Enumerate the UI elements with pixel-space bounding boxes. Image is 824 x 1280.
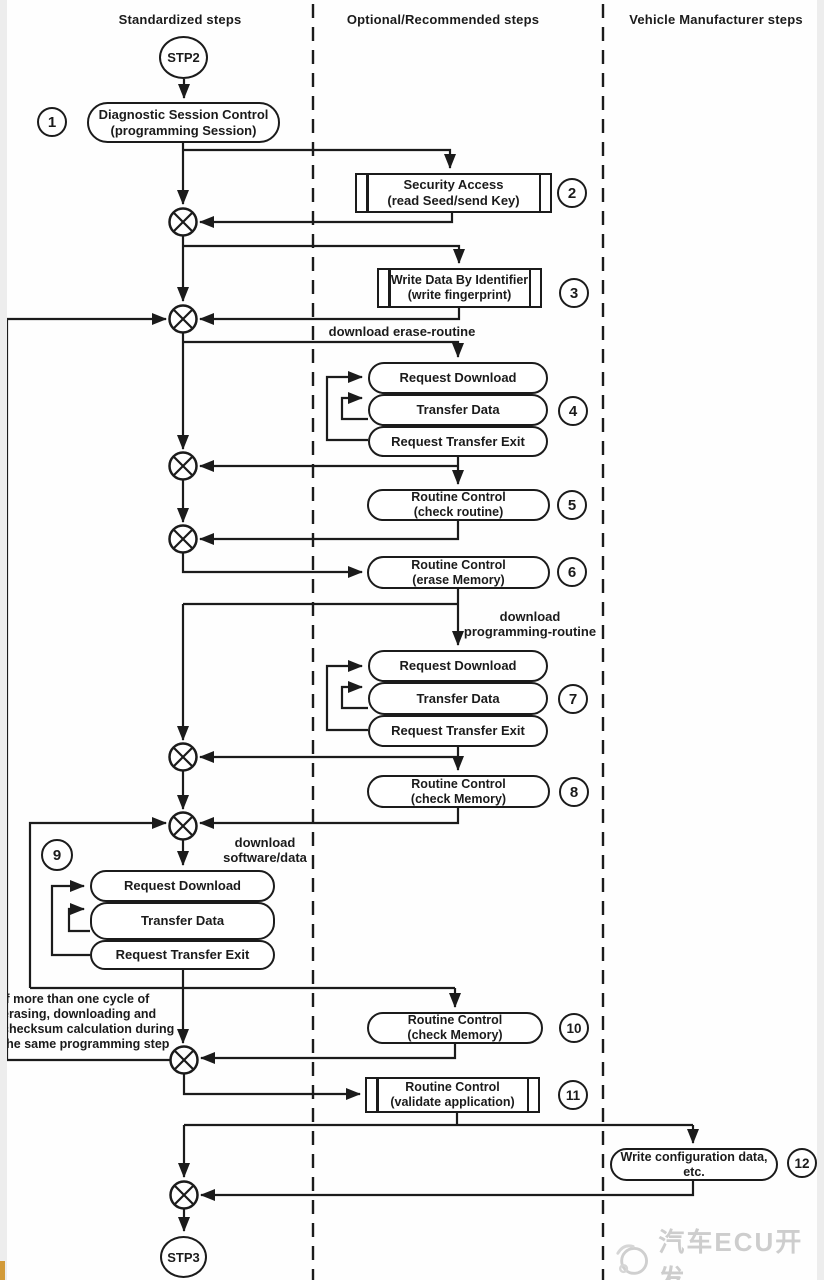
start-terminal: STP2 [159, 36, 208, 79]
flow-connectors [5, 79, 699, 1232]
node-text: Diagnostic Session Control [98, 106, 269, 122]
label-download-erase-routine: download erase-routine [328, 324, 476, 339]
step-number-8: 8 [559, 777, 589, 807]
note-line: erasing, downloading and [2, 1007, 157, 1021]
node-request-download-9: Request Download [90, 870, 275, 902]
node-text: (write fingerprint) [407, 288, 512, 302]
right-edge-strip [817, 0, 824, 1280]
label-download-programming-routine: download programming-routine [440, 609, 620, 639]
node-transfer-data-9: Transfer Data [90, 902, 275, 940]
node-text: Request Download [123, 878, 241, 894]
node-text: (programming Session) [110, 122, 257, 138]
node-write-data-by-identifier: Write Data By Identifier (write fingerpr… [377, 268, 542, 308]
node-transfer-data-7: Transfer Data [368, 682, 548, 715]
node-request-download-7: Request Download [368, 650, 548, 682]
lane-header-vehicle: Vehicle Manufacturer steps [629, 12, 803, 27]
node-routine-control-check-memory-2: Routine Control (check Memory) [367, 1012, 543, 1044]
step-number-12: 12 [787, 1148, 817, 1178]
step-number-10: 10 [559, 1013, 589, 1043]
node-request-transfer-exit-9: Request Transfer Exit [90, 940, 275, 970]
node-text: Request Transfer Exit [391, 433, 525, 449]
node-text: Request Transfer Exit [391, 723, 525, 739]
label-download-software-data: download software/data [195, 835, 335, 865]
step-number-4: 4 [558, 396, 588, 426]
note-line: the same programming step [2, 1037, 170, 1051]
watermark-text: 汽车ECU开发 [658, 1227, 804, 1280]
note-line: If more than one cycle of [2, 992, 150, 1006]
node-text: Write Data By Identifier [390, 273, 529, 287]
left-edge-strip [0, 0, 7, 1280]
step-number-3: 3 [559, 278, 589, 308]
subprocess-bar [366, 175, 369, 211]
note-line: checksum calculation during [2, 1022, 175, 1036]
label-line: software/data [223, 850, 307, 865]
lane-divider [311, 4, 605, 1280]
watermark-logo-icon [616, 1244, 648, 1275]
step-number-9: 9 [41, 839, 73, 871]
node-diagnostic-session-control: Diagnostic Session Control (programming … [87, 102, 280, 143]
subprocess-bar [526, 1079, 529, 1111]
node-text: Request Download [399, 658, 517, 674]
step-number-2: 2 [557, 178, 587, 208]
node-text: Transfer Data [416, 690, 500, 706]
node-routine-control-validate-application: Routine Control (validate application) [365, 1077, 540, 1113]
step-number-5: 5 [557, 490, 587, 520]
lane-header-optional: Optional/Recommended steps [346, 12, 540, 27]
xor-junction [169, 1180, 199, 1210]
node-text: Routine Control [411, 557, 506, 572]
node-text: Request Transfer Exit [115, 947, 250, 963]
subprocess-bar [538, 175, 541, 211]
label-line: download [234, 835, 296, 850]
node-text: Routine Control [407, 1013, 503, 1027]
node-text: Request Download [399, 370, 517, 386]
label-line: programming-routine [463, 624, 597, 639]
label-line: download [499, 609, 561, 624]
corner-accent-bar [0, 1261, 5, 1280]
xor-junctions [168, 207, 199, 1210]
node-text: Transfer Data [416, 402, 500, 418]
node-routine-control-check-memory-1: Routine Control (check Memory) [367, 775, 550, 808]
node-text: (validate application) [390, 1095, 515, 1109]
node-text: etc. [683, 1164, 705, 1179]
xor-junction [168, 524, 198, 554]
xor-junction [168, 207, 198, 237]
step-number-11: 11 [558, 1080, 588, 1110]
node-text: Transfer Data [140, 913, 225, 929]
subprocess-bar [376, 1079, 379, 1111]
loop-condition-note: If more than one cycle of erasing, downl… [2, 992, 178, 1052]
step-number-6: 6 [557, 557, 587, 587]
node-security-access: Security Access (read Seed/send Key) [355, 173, 552, 213]
node-text: Routine Control [411, 776, 506, 791]
subprocess-bar [388, 270, 391, 306]
node-transfer-data-4: Transfer Data [368, 394, 548, 426]
subprocess-bar [528, 270, 531, 306]
node-write-configuration-data: Write configuration data, etc. [610, 1148, 778, 1181]
xor-junction [168, 451, 198, 481]
lane-header-standardized: Standardized steps [118, 12, 242, 27]
xor-junction [169, 1045, 199, 1075]
node-request-transfer-exit-4: Request Transfer Exit [368, 426, 548, 457]
node-routine-control-erase-memory: Routine Control (erase Memory) [367, 556, 550, 589]
end-terminal: STP3 [160, 1236, 207, 1278]
watermark: 汽车ECU开发 [614, 1222, 824, 1280]
node-text: (check Memory) [407, 1028, 503, 1042]
node-routine-control-check-routine: Routine Control (check routine) [367, 489, 550, 521]
xor-junction [168, 811, 198, 841]
node-text: Write configuration data, [620, 1149, 768, 1164]
node-text: (erase Memory) [412, 572, 505, 587]
step-number-7: 7 [558, 684, 588, 714]
node-text: Routine Control [405, 1080, 500, 1094]
node-text: (check Memory) [410, 791, 507, 806]
node-text: Routine Control [411, 490, 506, 504]
node-text: (read Seed/send Key) [387, 193, 520, 208]
node-request-transfer-exit-7: Request Transfer Exit [368, 715, 548, 747]
node-text: (check routine) [413, 505, 504, 519]
step-number-1: 1 [37, 107, 67, 137]
node-request-download-4: Request Download [368, 362, 548, 394]
xor-junction [168, 304, 198, 334]
node-text: Security Access [403, 177, 504, 193]
xor-junction [168, 742, 198, 772]
